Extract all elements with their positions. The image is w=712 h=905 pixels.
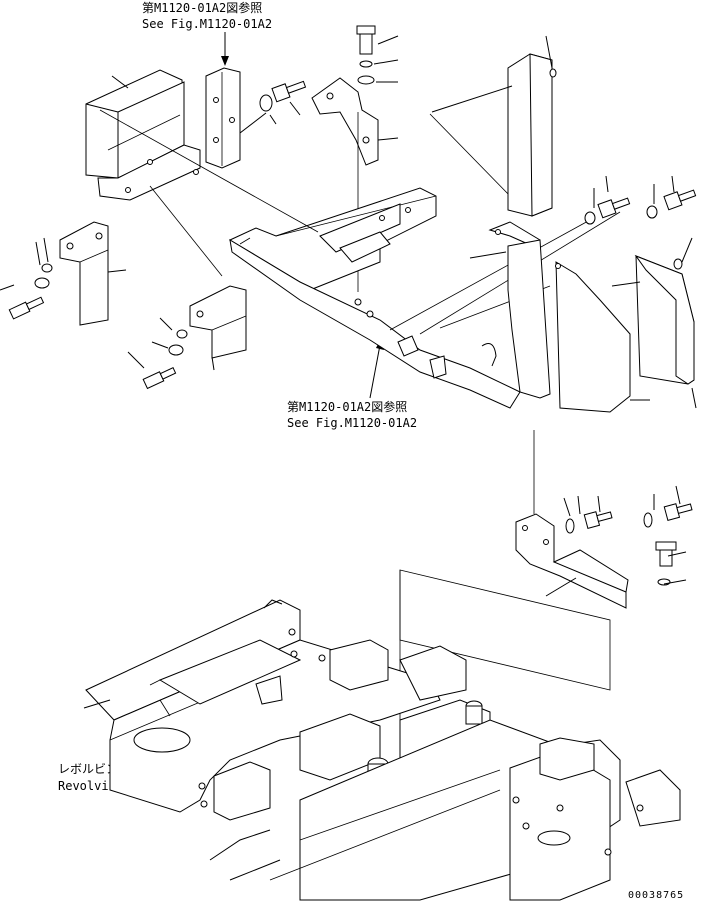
right-plates [469, 221, 697, 413]
center-beam [228, 187, 521, 409]
reference-middle-en: See Fig.M1120-01A2 [287, 416, 417, 430]
vertical-rail [205, 67, 241, 169]
drawing-number: 00038765 [628, 890, 684, 901]
left-bolt-set [0, 237, 53, 320]
right-bolt-set-upper [584, 175, 697, 225]
lower-left-bracket [127, 285, 247, 390]
upper-left-cover [85, 69, 201, 201]
left-bracket [59, 221, 127, 326]
upper-center-bracket [311, 25, 399, 292]
reference-label-top: 第M1120-01A2図参照 See Fig.M1120-01A2 [142, 0, 272, 31]
reference-middle-jp: 第M1120-01A2図参照 [287, 399, 407, 414]
reference-top-en: See Fig.M1120-01A2 [142, 17, 272, 31]
revolving-frame [83, 599, 681, 901]
reference-arrow-top [221, 32, 229, 66]
lower-right-bracket [515, 430, 693, 609]
reference-label-middle: 第M1120-01A2図参照 See Fig.M1120-01A2 [287, 399, 417, 430]
reference-top-jp: 第M1120-01A2図参照 [142, 0, 262, 15]
upper-middle-bolt [239, 80, 307, 134]
upper-right-pad [431, 35, 557, 217]
